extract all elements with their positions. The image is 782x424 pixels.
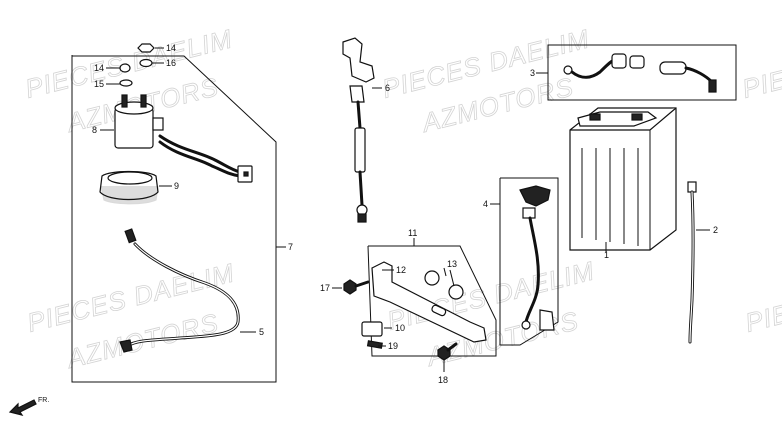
bracket-assembly-11: [361, 261, 487, 349]
breather-tube-2: [687, 181, 710, 344]
nut-washer-stack: [106, 43, 164, 87]
washer-15: [119, 79, 133, 87]
callout-18: 18: [438, 375, 448, 385]
watermark: PIE: [742, 298, 782, 338]
callout-5: 5: [259, 327, 264, 337]
callout-17: 17: [320, 283, 330, 293]
starter-relay: [100, 94, 253, 183]
front-marker-label: FR.: [38, 397, 49, 404]
callout-6: 6: [385, 83, 390, 93]
callout-13: 13: [447, 259, 457, 269]
callout-10: 10: [395, 323, 405, 333]
callout-1: 1: [604, 250, 609, 260]
callout-11: 11: [408, 228, 417, 238]
callout-14-left: 14: [94, 63, 104, 73]
battery-1: [569, 107, 677, 252]
nut-14: [137, 43, 155, 53]
callout-labels: 1 2 3 4 5 6 7 8 9 10 11 12 13 14 14 15 1…: [92, 43, 718, 385]
group-frame-4: [499, 177, 559, 346]
bolt-17: [332, 279, 370, 295]
callout-16: 16: [166, 58, 176, 68]
group-frame-11: [367, 245, 497, 357]
callout-12: 12: [396, 265, 406, 275]
callout-7: 7: [288, 242, 293, 252]
callout-8: 8: [92, 125, 97, 135]
positive-cable-4: [490, 185, 555, 331]
callout-2: 2: [713, 225, 718, 235]
bolt-18: [437, 342, 458, 372]
relay-rubber-boot: [99, 170, 172, 205]
callout-15: 15: [94, 79, 104, 89]
washer-14: [119, 63, 131, 73]
negative-cable-6: [342, 37, 382, 223]
callout-4: 4: [483, 199, 488, 209]
washer-16: [139, 58, 153, 68]
watermark: PIE: [739, 64, 782, 104]
wire-harness-3: [536, 53, 717, 93]
callout-14-top: 14: [166, 43, 176, 53]
callout-19: 19: [388, 341, 398, 351]
group-frame-7: [71, 55, 277, 383]
battery-cable: [119, 228, 256, 353]
front-direction-arrow: FR.: [8, 397, 49, 416]
callout-3: 3: [530, 68, 535, 78]
callout-9: 9: [174, 181, 179, 191]
